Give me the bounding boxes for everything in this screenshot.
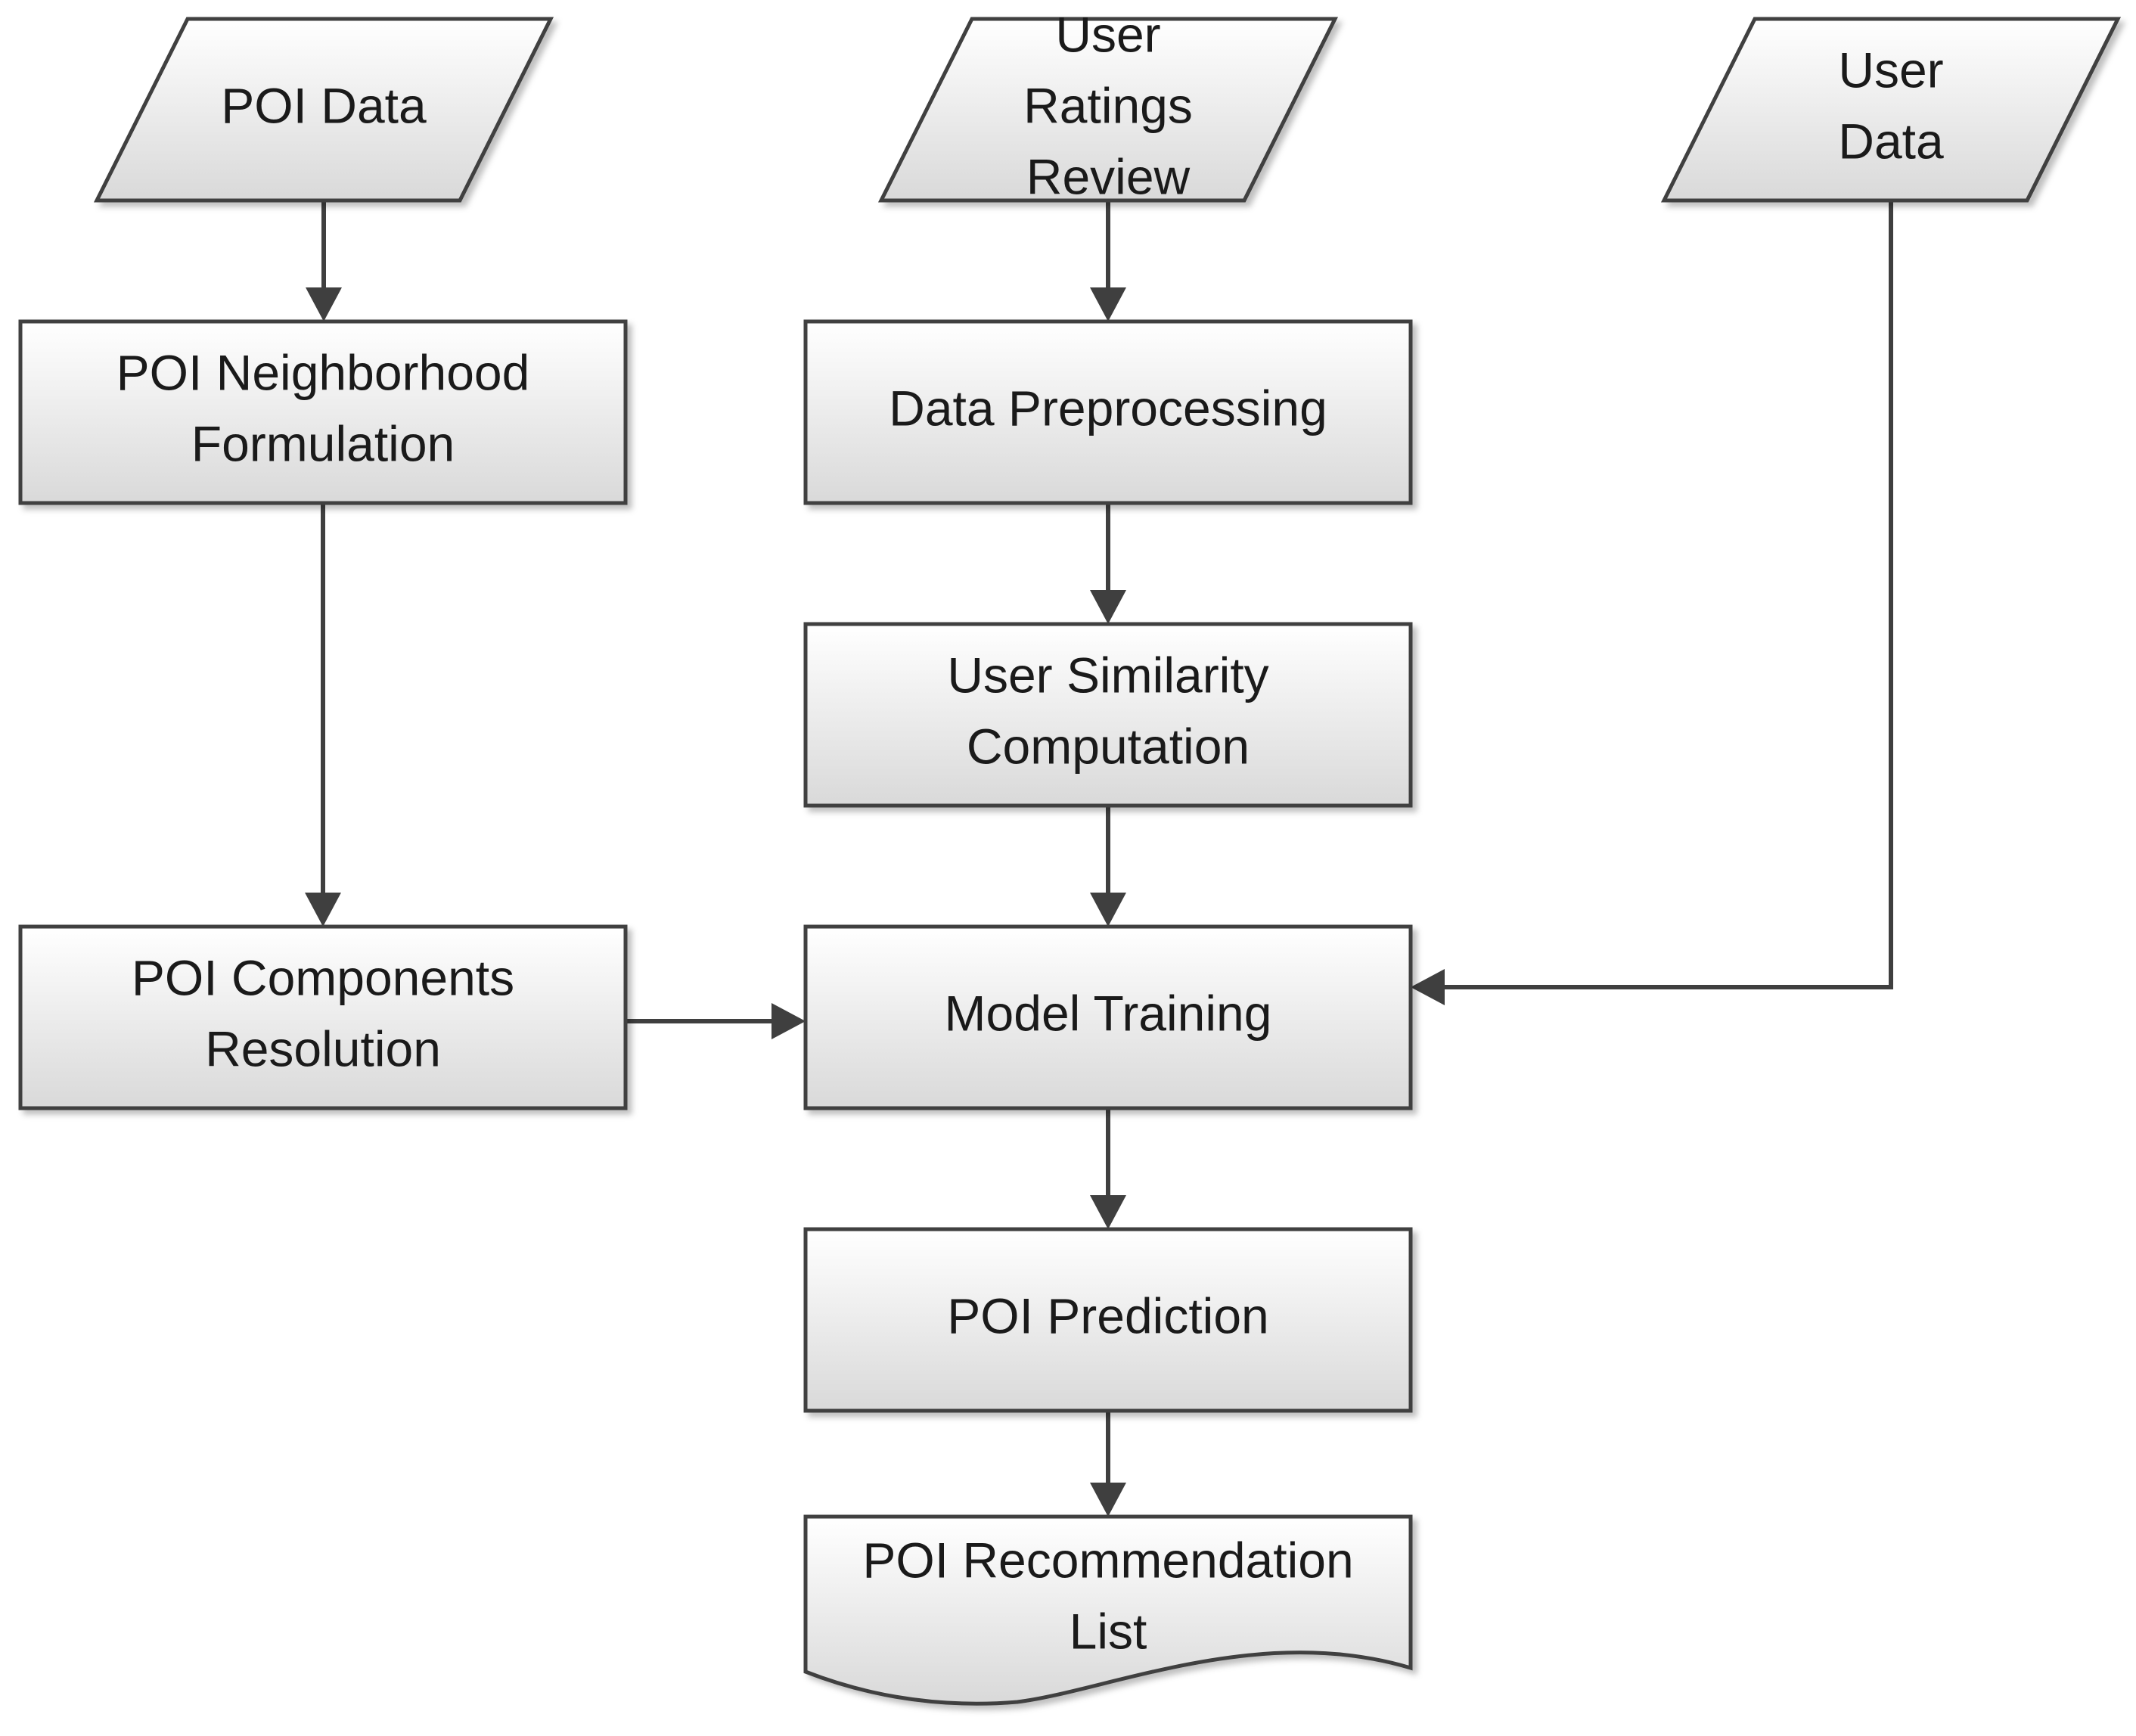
node-label: Review	[1026, 148, 1191, 204]
arrowhead	[1411, 969, 1445, 1005]
node-label: Computation	[967, 718, 1250, 774]
node-label: POI Data	[221, 77, 427, 133]
node-label: POI Recommendation	[862, 1532, 1353, 1588]
node-label: Formulation	[191, 415, 455, 471]
node-label: User	[1838, 42, 1943, 98]
node-label: Data Preprocessing	[889, 380, 1327, 436]
arrowhead	[1090, 590, 1126, 624]
node-label: List	[1070, 1603, 1147, 1659]
edges-layer	[305, 200, 1893, 1517]
process-box	[18, 924, 628, 1110]
node-label: Resolution	[205, 1020, 441, 1076]
data-parallelogram	[877, 17, 1339, 203]
node-label: User	[1055, 6, 1160, 62]
node-label: Model Training	[945, 985, 1272, 1041]
edge-poi-neighborhood-to-poi-components	[305, 503, 341, 927]
process-box	[18, 319, 628, 505]
data-parallelogram	[93, 17, 554, 203]
edge-user-similarity-to-model-training	[1090, 806, 1126, 927]
node-data-preprocessing: Data Preprocessing	[803, 319, 1413, 505]
arrowhead	[1090, 287, 1126, 321]
node-label: Ratings	[1023, 77, 1193, 133]
arrowhead	[1090, 893, 1126, 927]
node-label: POI Neighborhood	[116, 344, 530, 400]
node-label: POI Components	[132, 949, 514, 1005]
node-label: POI Prediction	[947, 1287, 1269, 1343]
edge-user-ratings-to-data-preprocessing	[1090, 200, 1126, 321]
arrowhead	[1090, 1483, 1126, 1517]
process-box	[803, 319, 1413, 505]
document-shape	[803, 1514, 1413, 1706]
node-poi-data: POI Data	[93, 17, 554, 203]
node-model-training: Model Training	[803, 924, 1413, 1110]
data-parallelogram	[1660, 17, 2122, 203]
arrowhead	[305, 893, 341, 927]
process-box	[803, 622, 1413, 808]
process-box	[803, 924, 1413, 1110]
edge-model-training-to-poi-prediction	[1090, 1108, 1126, 1229]
edge-poi-prediction-to-poi-recommendation	[1090, 1411, 1126, 1517]
arrowhead	[1090, 1195, 1126, 1229]
process-box	[803, 1227, 1413, 1413]
node-label: User Similarity	[947, 647, 1268, 703]
arrowhead	[772, 1003, 806, 1039]
edge-poi-data-to-poi-neighborhood	[306, 200, 342, 321]
edge-line	[1441, 200, 1893, 989]
edge-user-data-to-model-training	[1411, 200, 1893, 1005]
edge-poi-components-to-model-training	[626, 1003, 806, 1039]
arrowhead	[306, 287, 342, 321]
edge-data-preprocessing-to-user-similarity	[1090, 503, 1126, 624]
node-label: Data	[1838, 113, 1944, 169]
node-poi-prediction: POI Prediction	[803, 1227, 1413, 1413]
